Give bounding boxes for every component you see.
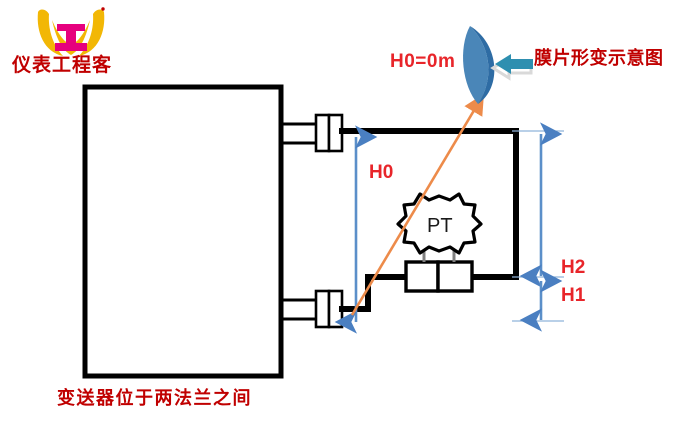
h0-dimension-label: H0 (369, 162, 394, 183)
lower-flange-face-left (314, 289, 331, 329)
process-vessel (82, 84, 284, 379)
membrane-h0-label: H0=0m (390, 51, 456, 72)
h1-dimension-label: H1 (561, 285, 586, 306)
lower-flange-connection (281, 289, 344, 329)
membrane-crescent-icon (463, 26, 495, 104)
membrane-leader-line (350, 93, 484, 316)
brand-name: 仪表工程客 (12, 54, 113, 76)
upper-flange-connection (281, 113, 344, 153)
membrane-pointer-arrow-icon (490, 54, 533, 81)
membrane-caption: 膜片形变示意图 (534, 48, 664, 69)
bull-horn-logo-icon (37, 7, 105, 56)
h2-dimension-label: H2 (561, 257, 586, 278)
dimension-extension-lines (512, 130, 564, 322)
upper-flange-face-left (314, 113, 331, 153)
transmitter-tag-label: PT (427, 215, 453, 237)
diagram-caption: 变送器位于两法兰之间 (57, 388, 252, 409)
starburst-seal-icon (396, 192, 483, 255)
